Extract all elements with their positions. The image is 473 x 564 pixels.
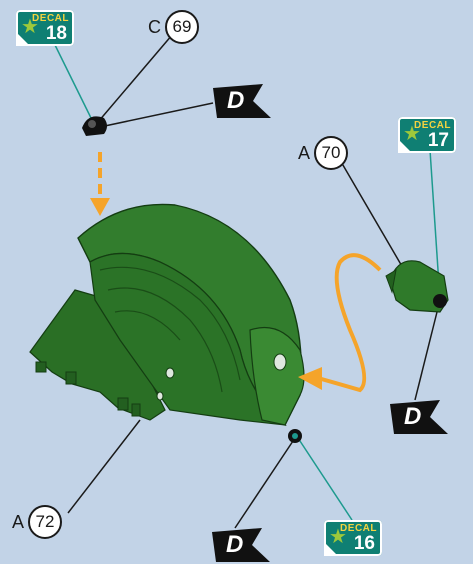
decal-label: DECAL — [414, 120, 451, 131]
flag-letter: D — [227, 87, 245, 114]
decal-leader-18 — [54, 44, 93, 121]
callout-prefix: A — [298, 142, 311, 163]
arrow-curve-icon — [298, 253, 382, 393]
leader-flag-top — [99, 102, 214, 128]
flag-d-icon: D — [390, 400, 448, 434]
part-72 — [29, 203, 305, 427]
part-70 — [385, 260, 449, 313]
decal-leader-16 — [297, 437, 353, 521]
decal-number: 18 — [45, 23, 67, 44]
decal-label: DECAL — [32, 13, 69, 24]
leader-flag-bottom — [234, 437, 296, 529]
leader-69 — [97, 27, 179, 123]
callout-number: 69 — [165, 10, 199, 44]
decal-number: 16 — [353, 533, 375, 554]
callout-72: A 72 — [12, 505, 63, 539]
callout-prefix: C — [148, 16, 161, 37]
decal-18: ★ DECAL 18 — [16, 10, 74, 46]
callout-69: C 69 — [148, 10, 199, 44]
decal-17: ★ DECAL 17 — [398, 117, 456, 153]
callout-prefix: A — [12, 511, 25, 532]
callout-70: A 70 — [298, 136, 349, 170]
part-69 — [82, 116, 107, 136]
leader-70 — [339, 159, 404, 269]
flag-letter: D — [404, 403, 422, 430]
arrow-down-icon — [90, 152, 110, 216]
flag-d-icon: D — [212, 528, 270, 562]
leader-flag-right — [414, 299, 441, 401]
decal-peel-corner — [398, 139, 412, 153]
flag-letter: D — [226, 531, 244, 558]
decal-peel-corner — [324, 542, 338, 556]
decal-16: ★ DECAL 16 — [324, 520, 382, 556]
callout-number: 72 — [28, 505, 63, 539]
flag-d-icon: D — [213, 84, 271, 118]
part-knob-bottom — [288, 429, 302, 443]
decal-number: 17 — [427, 130, 449, 151]
decal-peel-corner — [16, 32, 30, 46]
leader-72 — [67, 419, 141, 514]
decal-label: DECAL — [340, 523, 377, 534]
callout-number: 70 — [314, 136, 349, 170]
